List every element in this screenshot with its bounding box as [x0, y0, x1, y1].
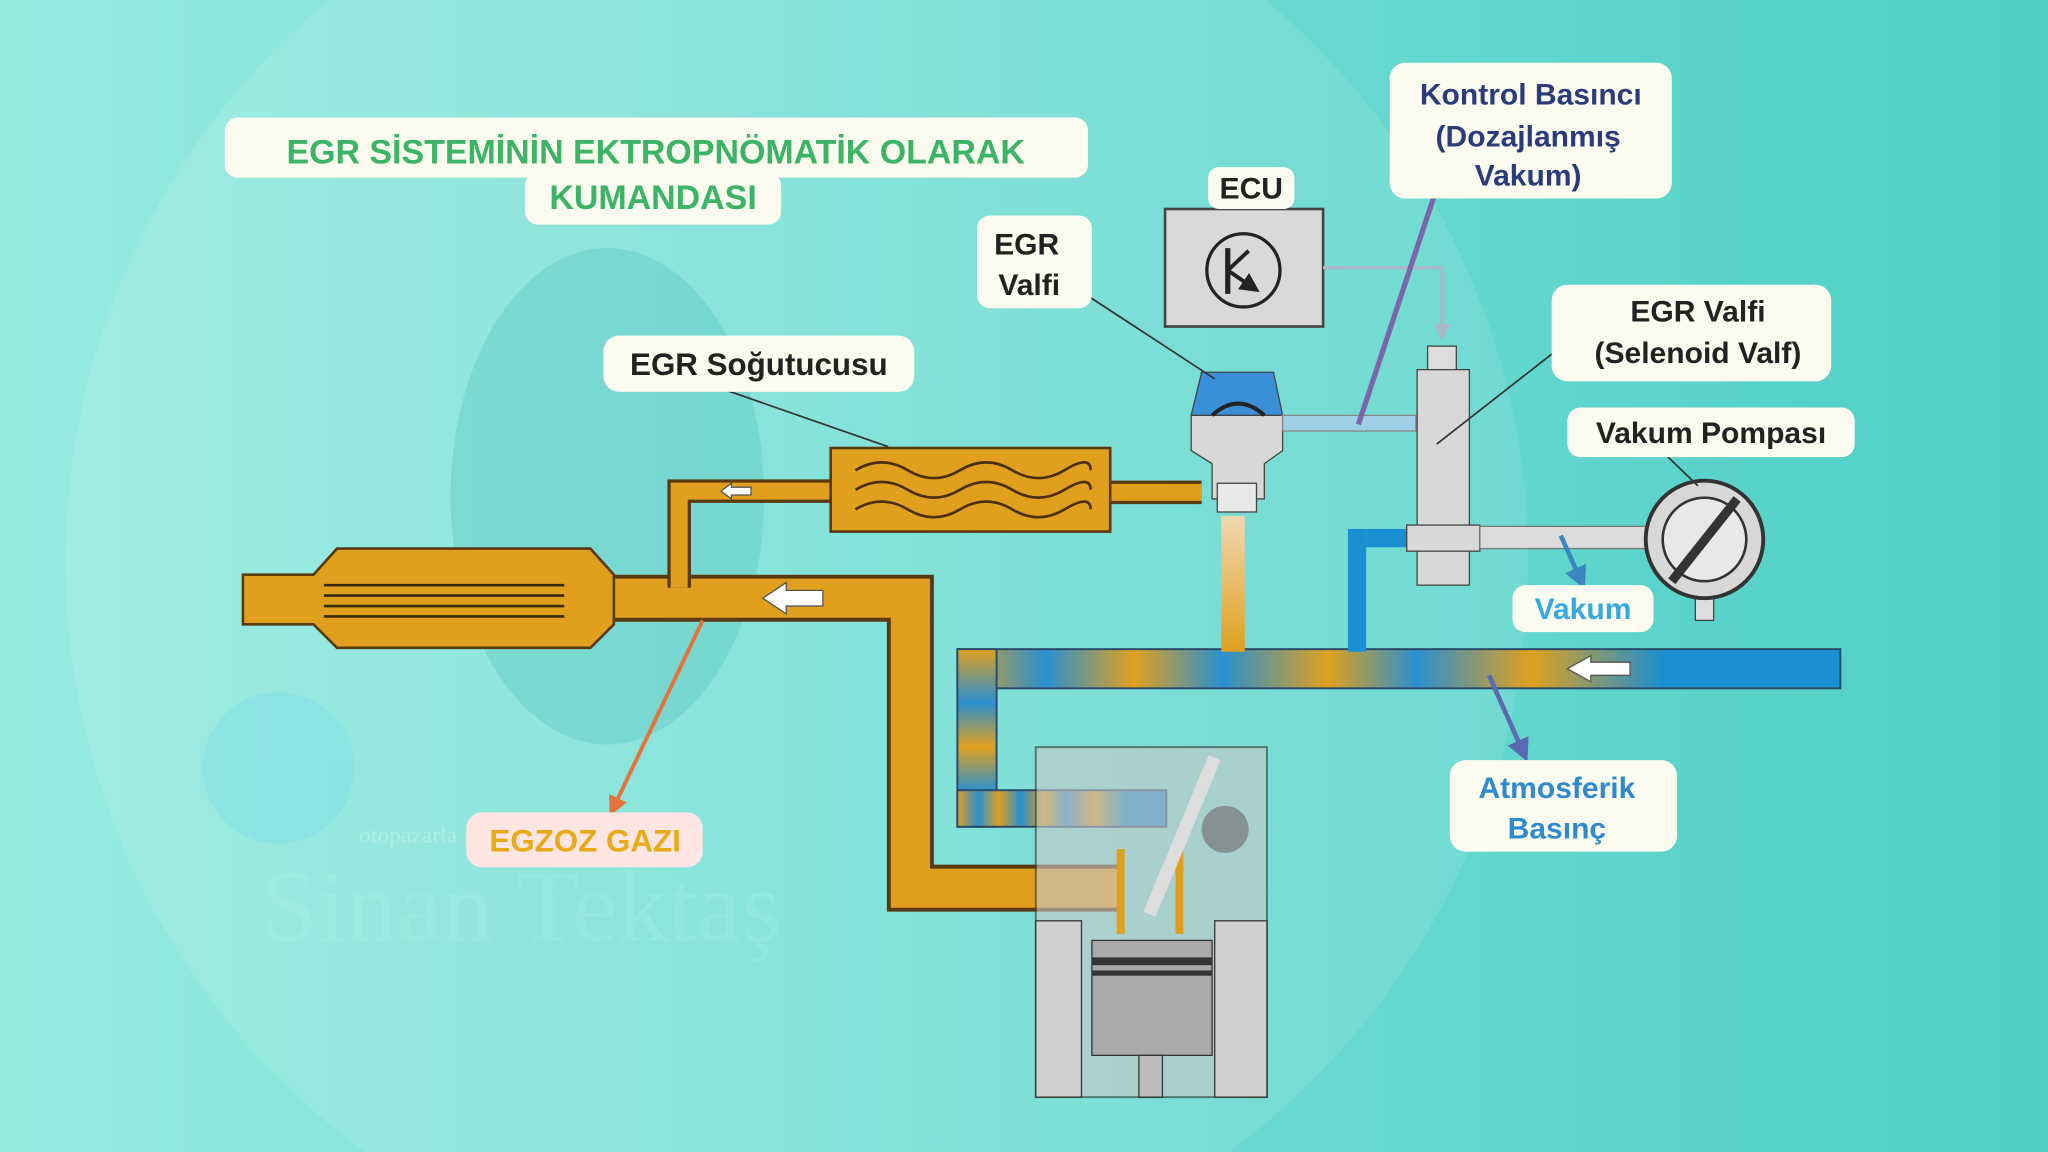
watermark-name: Sinan Tektaş	[261, 850, 781, 963]
flow-arrow-intake	[1566, 654, 1631, 683]
muffler-lines	[323, 583, 565, 618]
dpf-muffler	[241, 547, 616, 650]
label-solenoid-valve: EGR Valfi (Selenoid Valf)	[1551, 284, 1832, 382]
label-atmospheric: Atmosferik Basınç	[1449, 760, 1678, 852]
label-vacuum-pump: Vakum Pompası	[1567, 407, 1855, 458]
ecu-box	[1163, 207, 1325, 328]
label-solenoid-line2: (Selenoid Valf)	[1594, 337, 1801, 370]
label-ecu: ECU	[1208, 167, 1295, 209]
label-egr-cooler-text: EGR Soğutucusu	[630, 347, 888, 382]
title: EGR SİSTEMİNİN EKTROPNÖMATİK OLARAK KUMA…	[224, 117, 1088, 225]
title-line2: KUMANDASI	[549, 179, 756, 217]
control-pipe	[1281, 414, 1417, 432]
label-solenoid-line1: EGR Valfi	[1630, 295, 1765, 328]
label-control-pressure-line2: (Dozajlanmış	[1436, 120, 1621, 153]
label-atmospheric-line2: Basınç	[1508, 813, 1606, 846]
label-vacuum: Vakum	[1512, 585, 1654, 633]
vacuum-line	[1479, 525, 1664, 550]
label-vacuum-pump-text: Vakum Pompası	[1596, 417, 1826, 450]
intake-pipes	[956, 515, 1842, 828]
label-control-pressure-line1: Kontrol Basıncı	[1420, 78, 1642, 111]
label-control-pressure-line3: Vakum)	[1475, 159, 1582, 192]
control-arrow	[1355, 159, 1451, 426]
atm-arrow	[1486, 674, 1529, 762]
label-egr-valve-line2: Valfi	[998, 269, 1060, 302]
solenoid-valve	[1406, 345, 1481, 586]
ecu-signal-line	[1323, 266, 1451, 341]
title-line1: EGR SİSTEMİNİN EKTROPNÖMATİK OLARAK	[286, 133, 1025, 171]
flow-arrow-egr	[719, 481, 752, 501]
exhaust-arrow	[609, 619, 705, 816]
label-ecu-text: ECU	[1220, 173, 1283, 206]
label-atmospheric-line1: Atmosferik	[1478, 772, 1635, 805]
egr-cooler	[829, 446, 1112, 533]
egr-valve	[1190, 371, 1284, 513]
engine-cylinder	[1034, 746, 1268, 1099]
flow-arrow-exhaust	[761, 581, 824, 616]
exhaust-pipes	[600, 479, 1202, 912]
label-egr-valve: EGR Valfi	[976, 215, 1092, 309]
label-egr-cooler: EGR Soğutucusu	[603, 335, 915, 392]
label-exhaust-gas-text: EGZOZ GAZI	[489, 824, 680, 859]
vacuum-arrow	[1558, 534, 1586, 590]
vacuum-pump	[1643, 478, 1766, 622]
label-vacuum-text: Vakum	[1535, 593, 1632, 626]
label-egr-valve-line1: EGR	[994, 229, 1059, 262]
label-control-pressure: Kontrol Basıncı (Dozajlanmış Vakum)	[1389, 62, 1672, 199]
watermark-site: otopazarla	[359, 822, 457, 848]
label-exhaust-gas: EGZOZ GAZI	[466, 812, 703, 868]
